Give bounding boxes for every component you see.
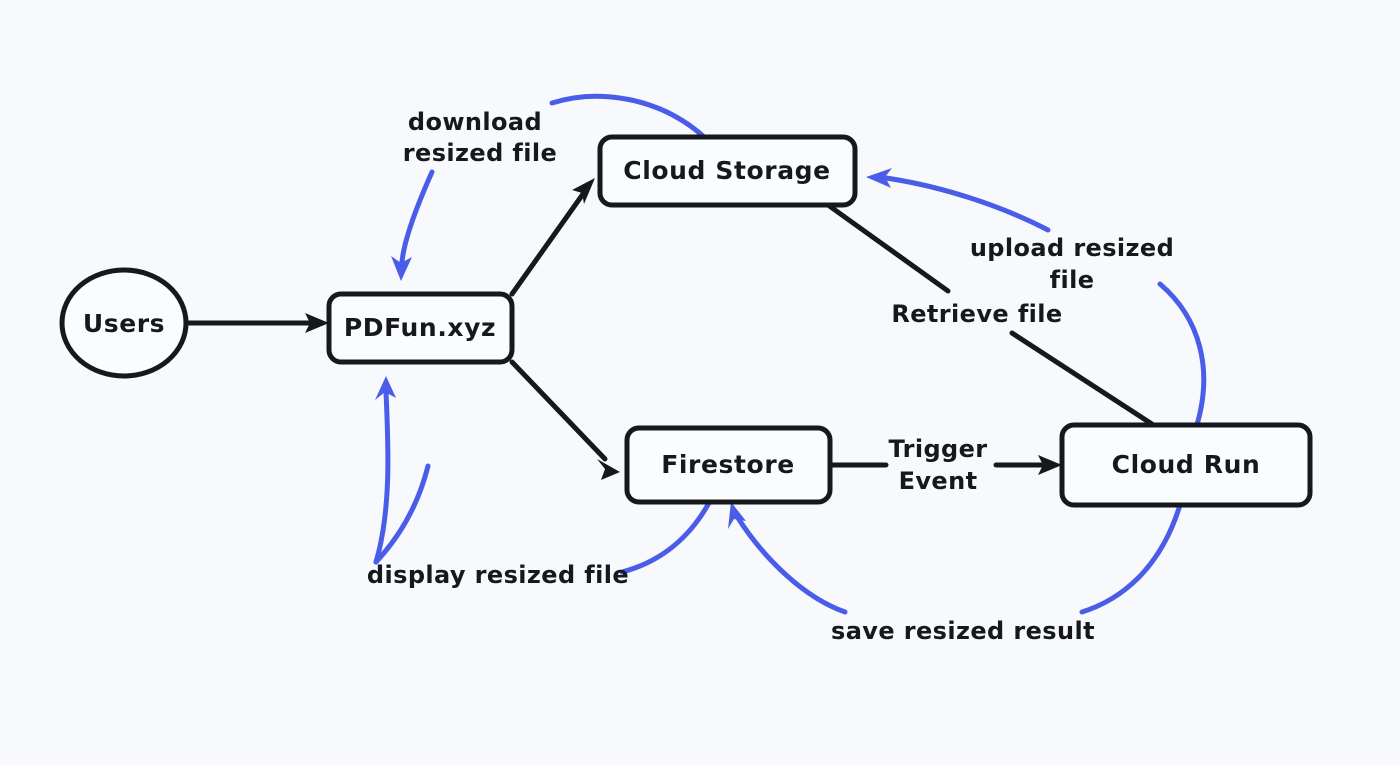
edge-line-part2 xyxy=(1009,330,1161,431)
edge-line xyxy=(509,359,608,462)
firestore-label: Firestore xyxy=(661,450,795,479)
edge-curve-left xyxy=(373,463,431,565)
node-cloud-run[interactable]: Cloud Run xyxy=(1059,422,1313,508)
edge-firestore-to-pdfun xyxy=(373,376,713,575)
node-users[interactable]: Users xyxy=(59,267,189,379)
edge-curve-lower xyxy=(1157,281,1207,431)
node-pdfun[interactable]: PDFun.xyz xyxy=(326,291,515,365)
edge-label-display-resized-file: display resized file xyxy=(367,561,629,589)
edge-label-upload-resized-file: upload resized file xyxy=(970,234,1174,294)
firestore-rect[interactable] xyxy=(624,425,833,505)
cloud-storage-rect[interactable] xyxy=(597,134,858,208)
arrowhead xyxy=(866,168,892,188)
edge-label-line-2: file xyxy=(1050,266,1095,294)
pdfun-rect[interactable] xyxy=(326,291,515,365)
users-ellipse[interactable] xyxy=(59,267,189,379)
arrowhead xyxy=(597,459,620,480)
edge-line-part1 xyxy=(825,202,951,294)
edge-label-download-resized-file: download resized file xyxy=(403,108,557,167)
edge-curve-right xyxy=(619,498,713,575)
node-cloud-storage[interactable]: Cloud Storage xyxy=(597,134,858,208)
edge-label-line-1: download xyxy=(408,108,542,136)
edge-label-retrieve-file: Retrieve file xyxy=(891,300,1062,328)
cloud-run-label: Cloud Run xyxy=(1112,450,1261,479)
edge-label-trigger-event: Trigger Event xyxy=(888,435,987,495)
edge-curve-left xyxy=(735,515,848,615)
node-firestore[interactable]: Firestore xyxy=(624,425,833,505)
edge-curve-lower xyxy=(399,169,435,265)
edge-curve-upper xyxy=(883,175,1051,233)
edge-firestore-to-cloud-run xyxy=(827,455,1062,475)
edge-cloud-run-to-cloud-storage xyxy=(866,168,1207,431)
edge-cloud-storage-to-pdfun xyxy=(391,93,706,281)
edge-label-line-1: Trigger xyxy=(888,435,987,463)
edge-line xyxy=(509,191,586,297)
edge-curve-vertical xyxy=(373,389,391,565)
edge-label-line-2: Event xyxy=(899,467,978,495)
edge-pdfun-to-firestore xyxy=(509,359,620,480)
users-label: Users xyxy=(83,309,165,338)
arrowhead xyxy=(305,313,329,333)
arrowhead xyxy=(728,502,746,529)
arrowhead xyxy=(375,376,396,400)
arrowhead xyxy=(391,256,412,281)
arrowhead xyxy=(572,178,595,204)
arrowhead xyxy=(1038,455,1062,475)
edge-curve-upper xyxy=(549,93,706,139)
edge-label-line-1: upload resized xyxy=(970,234,1174,262)
edge-cloud-run-to-firestore xyxy=(728,502,1183,615)
edge-label-save-resized-result: save resized result xyxy=(831,617,1095,645)
edge-pdfun-to-cloud-storage xyxy=(509,178,595,297)
edge-label-line-2: resized file xyxy=(403,139,557,167)
edge-users-to-pdfun xyxy=(185,313,329,333)
pdfun-label: PDFun.xyz xyxy=(344,313,496,342)
edge-curve-right xyxy=(1079,502,1183,615)
cloud-storage-label: Cloud Storage xyxy=(623,156,830,185)
cloud-run-rect[interactable] xyxy=(1059,422,1313,508)
